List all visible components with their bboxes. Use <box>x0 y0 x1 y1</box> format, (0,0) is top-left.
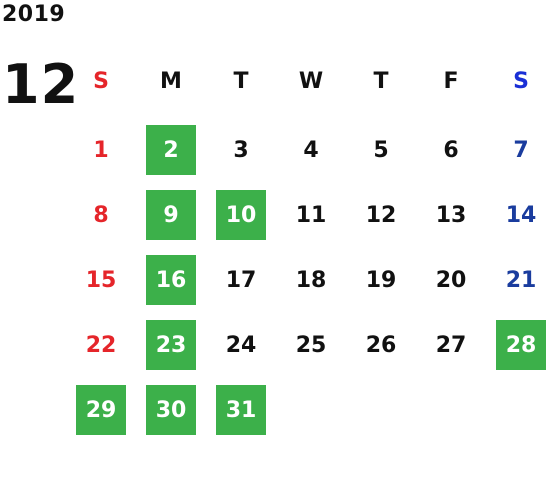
calendar-day[interactable]: 19 <box>365 267 397 293</box>
calendar-day-highlighted[interactable]: 28 <box>496 320 546 370</box>
calendar-day[interactable]: 20 <box>435 267 467 293</box>
calendar-day-highlighted[interactable]: 23 <box>146 320 196 370</box>
weekday-header: S <box>513 68 529 94</box>
calendar-day[interactable]: 26 <box>365 332 397 358</box>
month-number: 12 <box>2 53 80 116</box>
calendar-day[interactable]: 15 <box>85 267 117 293</box>
weekday-header: M <box>160 68 182 94</box>
calendar-day[interactable]: 5 <box>373 137 389 163</box>
calendar-day[interactable]: 13 <box>435 202 467 228</box>
calendar-day-highlighted[interactable]: 30 <box>146 385 196 435</box>
calendar-day[interactable]: 17 <box>225 267 257 293</box>
calendar-day-highlighted[interactable]: 16 <box>146 255 196 305</box>
calendar-day[interactable]: 8 <box>93 202 109 228</box>
calendar-day[interactable]: 11 <box>295 202 327 228</box>
calendar-day[interactable]: 12 <box>365 202 397 228</box>
calendar-day[interactable]: 6 <box>443 137 459 163</box>
calendar-day-highlighted[interactable]: 29 <box>76 385 126 435</box>
calendar-day[interactable]: 4 <box>303 137 319 163</box>
calendar-day[interactable]: 27 <box>435 332 467 358</box>
calendar-day-highlighted[interactable]: 9 <box>146 190 196 240</box>
calendar-day[interactable]: 1 <box>93 137 109 163</box>
calendar-day[interactable]: 25 <box>295 332 327 358</box>
weekday-header: S <box>93 68 109 94</box>
calendar-day[interactable]: 22 <box>85 332 117 358</box>
weekday-header: T <box>373 68 389 94</box>
calendar-day[interactable]: 14 <box>505 202 537 228</box>
calendar-day[interactable]: 3 <box>233 137 249 163</box>
year-label: 2019 <box>2 2 66 27</box>
calendar-day[interactable]: 7 <box>513 137 529 163</box>
weekday-header: W <box>298 68 324 94</box>
calendar-day-highlighted[interactable]: 31 <box>216 385 266 435</box>
calendar-day-highlighted[interactable]: 2 <box>146 125 196 175</box>
calendar-day[interactable]: 18 <box>295 267 327 293</box>
calendar-day-highlighted[interactable]: 10 <box>216 190 266 240</box>
weekday-header: T <box>233 68 249 94</box>
calendar-day[interactable]: 24 <box>225 332 257 358</box>
weekday-header: F <box>443 68 459 94</box>
calendar-day[interactable]: 21 <box>505 267 537 293</box>
